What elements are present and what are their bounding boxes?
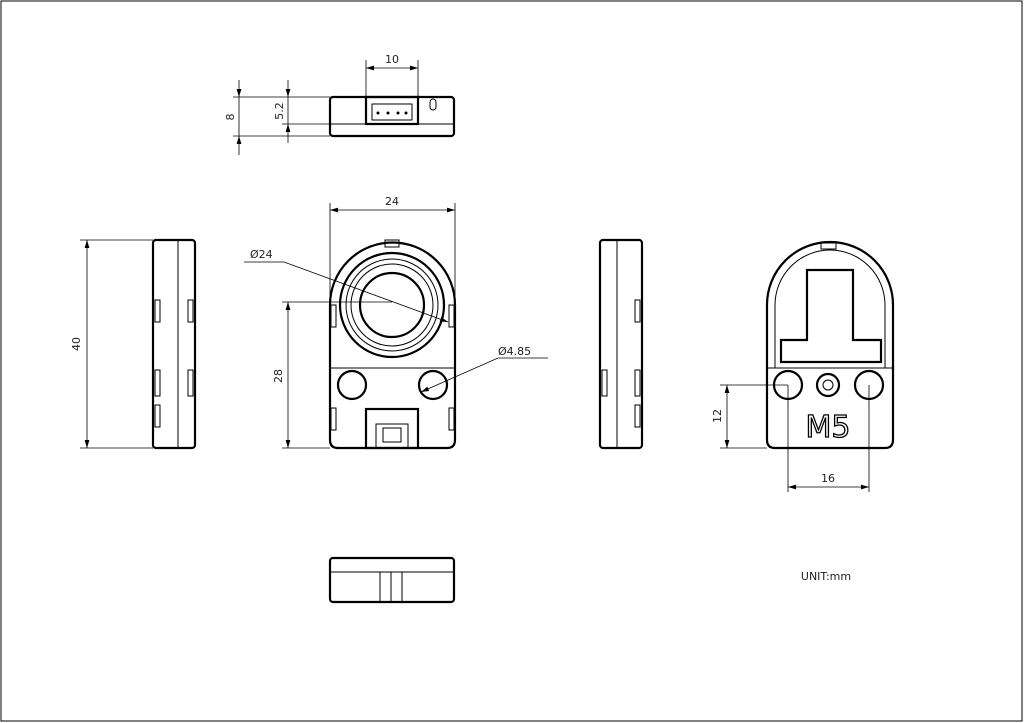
dim-hole-height: 12 — [711, 409, 724, 423]
dim-ring-diameter: Ø24 — [250, 248, 273, 261]
dim-width: 24 — [385, 195, 399, 208]
m5-logo: M5 — [806, 410, 851, 445]
dim-total-height: 8 — [224, 114, 237, 121]
unit-label: UNIT:mm — [801, 570, 851, 583]
front-view: 24 Ø24 28 Ø4.85 — [244, 195, 548, 450]
back-view: M5 12 16 — [711, 240, 895, 492]
right-side-view — [598, 238, 644, 450]
dim-length: 40 — [70, 337, 83, 351]
dim-body-height: 5.2 — [273, 102, 286, 120]
dim-hole-spacing: 16 — [821, 472, 835, 485]
dim-hole-diameter: Ø4.85 — [498, 345, 531, 358]
top-view: 10 8 5.2 — [224, 53, 456, 155]
bottom-view — [328, 556, 456, 604]
left-side-view: 40 — [70, 238, 197, 450]
dim-connector-width: 10 — [385, 53, 399, 66]
dim-ring-center-height: 28 — [272, 369, 285, 383]
